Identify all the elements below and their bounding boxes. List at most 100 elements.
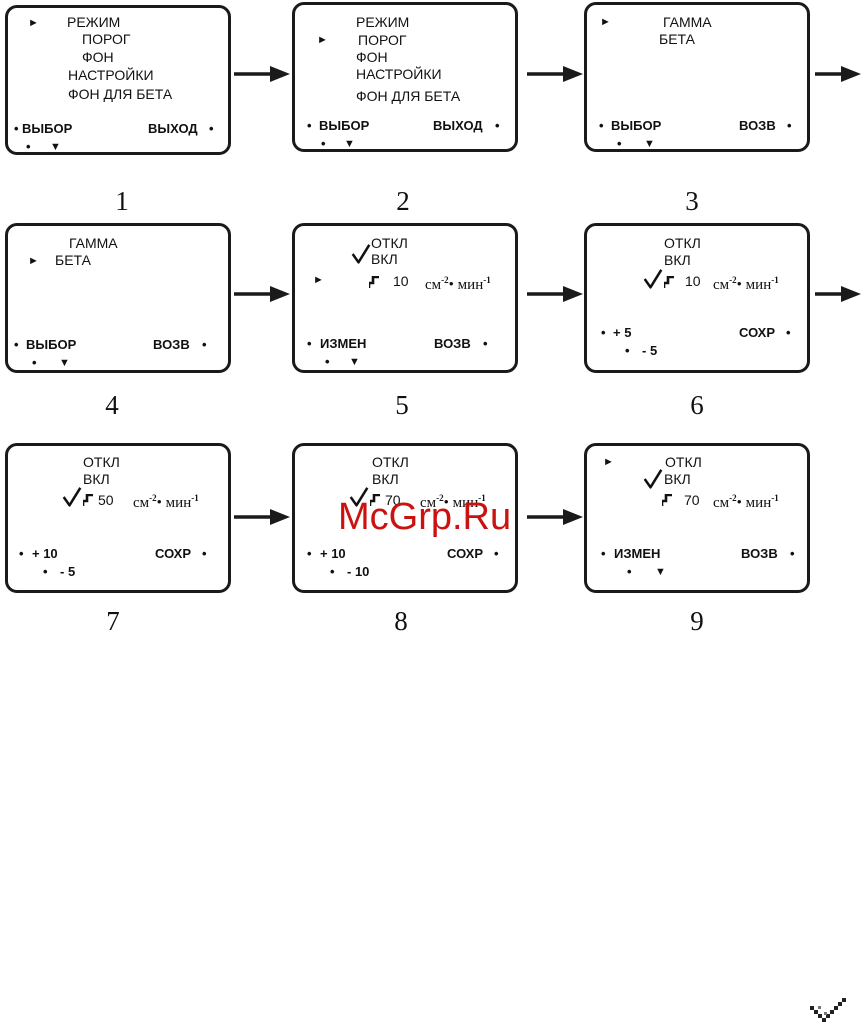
menu-item-threshold: ПОРОГ — [82, 31, 131, 47]
softkey-back: ВОЗВ — [741, 546, 778, 561]
pointer-icon: ► — [317, 34, 328, 46]
menu-item-background: ФОН — [82, 49, 114, 65]
softkey-bullet: • — [209, 121, 214, 136]
menu-item-beta: БЕТА — [659, 31, 695, 47]
softkey-exit: ВЫХОД — [433, 118, 483, 133]
softkey-bullet: • — [26, 139, 31, 154]
step-number: 6 — [690, 390, 704, 420]
check-icon — [351, 243, 371, 265]
pointer-icon: ► — [313, 274, 324, 286]
down-arrow-icon: ▼ — [50, 141, 61, 153]
menu-item-mode: РЕЖИМ — [67, 14, 121, 30]
softkey-bullet: • — [32, 355, 37, 370]
softkey-save: СОХР — [447, 546, 484, 561]
down-arrow-icon: ▼ — [344, 138, 355, 150]
menu-item-gamma: ГАММА — [663, 14, 712, 30]
step-number: 1 — [115, 186, 129, 216]
softkey-plus: + 10 — [320, 546, 346, 561]
step-number: 9 — [690, 606, 704, 636]
flow-arrow-icon — [815, 286, 861, 302]
softkey-bullet: • — [601, 546, 606, 561]
softkey-bullet: • — [307, 118, 312, 133]
softkey-back: ВОЗВ — [153, 337, 190, 352]
pointer-icon: ► — [28, 255, 39, 267]
threshold-step-icon — [369, 276, 379, 288]
softkey-bullet: • — [321, 136, 326, 151]
softkey-bullet: • — [330, 564, 335, 579]
pointer-icon: ► — [600, 16, 611, 28]
menu-item-beta: БЕТА — [55, 252, 91, 268]
option-off: ОТКЛ — [371, 235, 408, 251]
menu-item-gamma: ГАММА — [69, 235, 118, 251]
softkey-bullet: • — [19, 546, 24, 561]
softkey-back: ВОЗВ — [434, 336, 471, 351]
softkey-bullet: • — [494, 546, 499, 561]
softkey-save: СОХР — [739, 325, 776, 340]
screen-5: ОТКЛ ВКЛ ► 10 см-2• мин-1 • ИЗМЕН ВОЗВ •… — [292, 223, 518, 373]
flow-arrow-icon — [234, 509, 290, 525]
down-arrow-icon: ▼ — [59, 357, 70, 369]
softkey-bullet: • — [483, 336, 488, 351]
threshold-unit: см-2• мин-1 — [425, 275, 491, 293]
threshold-step-icon — [662, 494, 672, 506]
down-arrow-icon: ▼ — [644, 138, 655, 150]
threshold-value: 70 — [684, 492, 700, 508]
softkey-back: ВОЗВ — [739, 118, 776, 133]
softkey-select: ВЫБОР — [611, 118, 662, 133]
threshold-value: 70 — [385, 492, 401, 508]
flow-arrow-icon — [234, 66, 290, 82]
check-icon — [62, 486, 82, 508]
softkey-bullet: • — [325, 354, 330, 369]
option-on: ВКЛ — [664, 252, 691, 268]
softkey-bullet: • — [202, 546, 207, 561]
option-on: ВКЛ — [664, 471, 691, 487]
flow-arrow-icon — [234, 286, 290, 302]
softkey-bullet: • — [202, 337, 207, 352]
flow-arrow-icon — [527, 509, 583, 525]
pointer-icon: ► — [603, 456, 614, 468]
option-off: ОТКЛ — [664, 235, 701, 251]
step-number: 7 — [106, 606, 120, 636]
check-icon — [643, 468, 663, 490]
watermark-text: McGrp.Ru — [338, 496, 512, 538]
option-on: ВКЛ — [83, 471, 110, 487]
option-off: ОТКЛ — [83, 454, 120, 470]
softkey-minus: - 5 — [642, 343, 658, 358]
step-number: 5 — [395, 390, 409, 420]
threshold-value: 10 — [685, 273, 701, 289]
step-number: 2 — [396, 186, 410, 216]
softkey-exit: ВЫХОД — [148, 121, 198, 136]
threshold-unit: см-2• мин-1 — [133, 493, 199, 511]
softkey-bullet: • — [14, 121, 19, 136]
softkey-bullet: • — [599, 118, 604, 133]
option-on: ВКЛ — [372, 471, 399, 487]
option-off: ОТКЛ — [372, 454, 409, 470]
option-off: ОТКЛ — [665, 454, 702, 470]
down-arrow-icon: ▼ — [349, 356, 360, 368]
down-arrow-icon: ▼ — [655, 566, 666, 578]
threshold-value: 10 — [393, 273, 409, 289]
softkey-bullet: • — [790, 546, 795, 561]
watermark-logo-icon — [810, 998, 846, 1022]
flow-arrow-icon — [815, 66, 861, 82]
screen-2: РЕЖИМ ► ПОРОГ ФОН НАСТРОЙКИ ФОН ДЛЯ БЕТА… — [292, 2, 518, 152]
threshold-value: 50 — [98, 492, 114, 508]
softkey-change: ИЗМЕН — [614, 546, 661, 561]
softkey-bullet: • — [307, 546, 312, 561]
softkey-bullet: • — [495, 118, 500, 133]
threshold-unit: см-2• мин-1 — [713, 275, 779, 293]
step-number: 4 — [105, 390, 119, 420]
menu-item-settings: НАСТРОЙКИ — [68, 67, 154, 83]
flow-arrow-icon — [527, 66, 583, 82]
softkey-bullet: • — [625, 343, 630, 358]
softkey-bullet: • — [617, 136, 622, 151]
softkey-bullet: • — [601, 325, 606, 340]
step-number: 8 — [394, 606, 408, 636]
screen-9: ► ОТКЛ ВКЛ 70 см-2• мин-1 • ИЗМЕН ВОЗВ •… — [584, 443, 810, 593]
softkey-bullet: • — [43, 564, 48, 579]
screen-8: ОТКЛ ВКЛ 70 см-2• мин-1 • + 10 СОХР • • … — [292, 443, 518, 593]
check-icon — [643, 268, 663, 290]
softkey-bullet: • — [786, 325, 791, 340]
softkey-bullet: • — [307, 336, 312, 351]
softkey-bullet: • — [627, 564, 632, 579]
